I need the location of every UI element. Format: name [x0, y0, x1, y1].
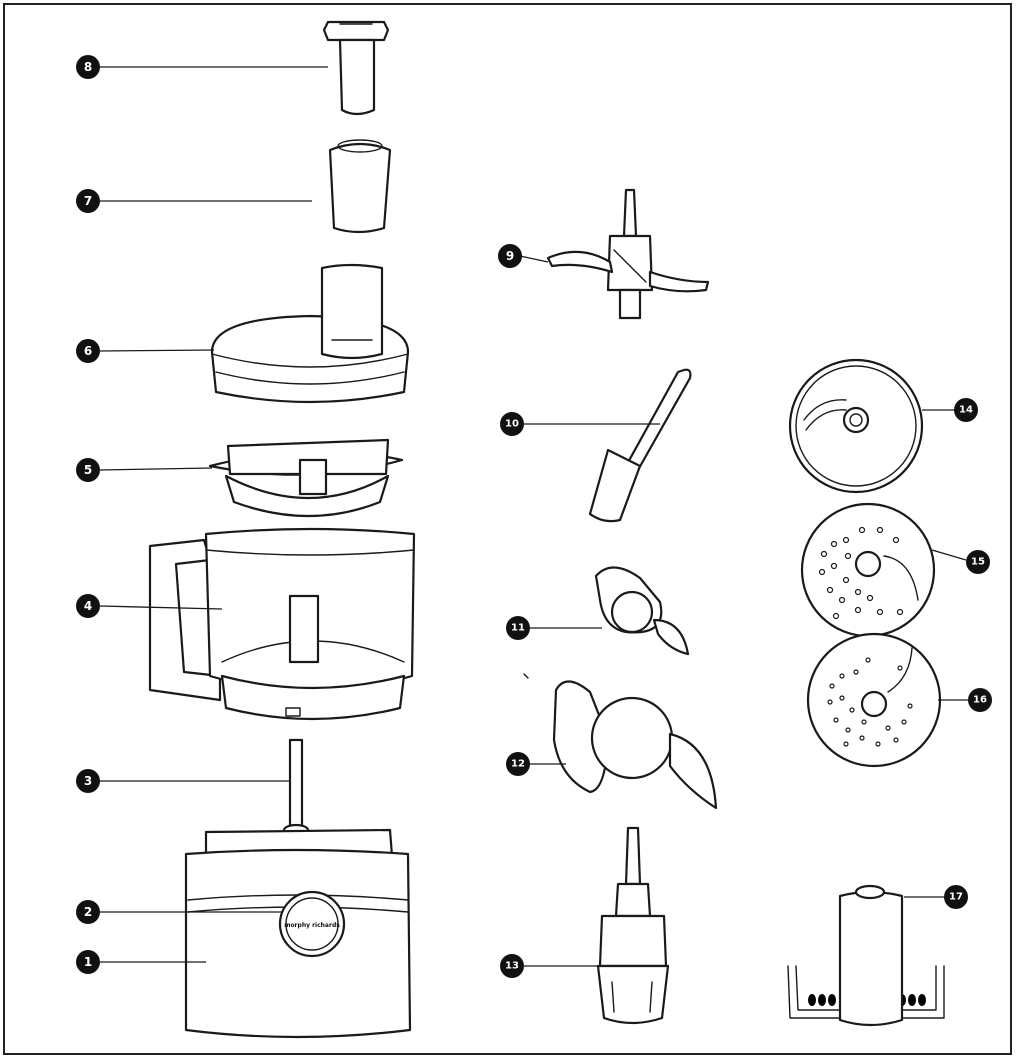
svg-text:8: 8 [84, 60, 92, 74]
badge-13: 13 [500, 954, 524, 978]
badge-8: 8 [76, 55, 100, 79]
svg-text:12: 12 [511, 759, 525, 770]
part-15-grating-disc-coarse [800, 502, 967, 638]
badge-1: 1 [76, 950, 100, 974]
badge-12: 12 [506, 752, 530, 776]
part-7-medium-pusher [100, 139, 392, 234]
part-3-drive-shaft [100, 738, 310, 837]
part-17-whisk-attachment [787, 884, 945, 1027]
svg-text:15: 15 [971, 557, 985, 568]
svg-text:9: 9 [506, 249, 514, 263]
svg-text:13: 13 [505, 961, 519, 972]
part-10-spatula [524, 368, 692, 523]
brand-logo-text: morphy richards [284, 922, 340, 929]
part-2-control-dial: morphy richards [100, 890, 346, 958]
part-16-grating-disc-fine [806, 632, 968, 768]
svg-text:16: 16 [973, 695, 987, 706]
badge-14: 14 [954, 398, 978, 422]
badge-2: 2 [76, 900, 100, 924]
svg-text:11: 11 [511, 623, 525, 634]
part-6-lid [99, 263, 410, 404]
badge-10: 10 [500, 412, 524, 436]
part-4-main-bowl [99, 527, 416, 721]
badge-11: 11 [506, 616, 530, 640]
part-1-motor-base [100, 828, 412, 1039]
svg-text:17: 17 [949, 892, 963, 903]
svg-text:5: 5 [84, 463, 92, 477]
svg-text:14: 14 [959, 405, 973, 416]
badge-7: 7 [76, 189, 100, 213]
svg-text:3: 3 [84, 774, 92, 788]
svg-text:10: 10 [505, 419, 519, 430]
part-14-slicing-disc [788, 358, 954, 494]
badge-16: 16 [968, 688, 992, 712]
diagram-frame [3, 3, 1012, 1055]
svg-text:2: 2 [84, 905, 92, 919]
svg-text:1: 1 [84, 955, 92, 969]
badge-5: 5 [76, 458, 100, 482]
badge-9: 9 [498, 244, 522, 268]
svg-text:6: 6 [84, 344, 92, 358]
svg-text:4: 4 [84, 599, 92, 613]
svg-text:7: 7 [84, 194, 92, 208]
part-12-large-blade [530, 680, 718, 810]
badge-4: 4 [76, 594, 100, 618]
part-5-inner-bowl [99, 438, 404, 518]
badge-6: 6 [76, 339, 100, 363]
part-8-small-pusher [100, 20, 390, 116]
stray-tick-mark [523, 673, 529, 679]
badge-3: 3 [76, 769, 100, 793]
part-11-small-blade [530, 566, 690, 656]
badge-17: 17 [944, 885, 968, 909]
part-13-blade-adaptor [524, 826, 670, 1025]
part-9-chopping-blade [519, 188, 710, 320]
badge-15: 15 [966, 550, 990, 574]
